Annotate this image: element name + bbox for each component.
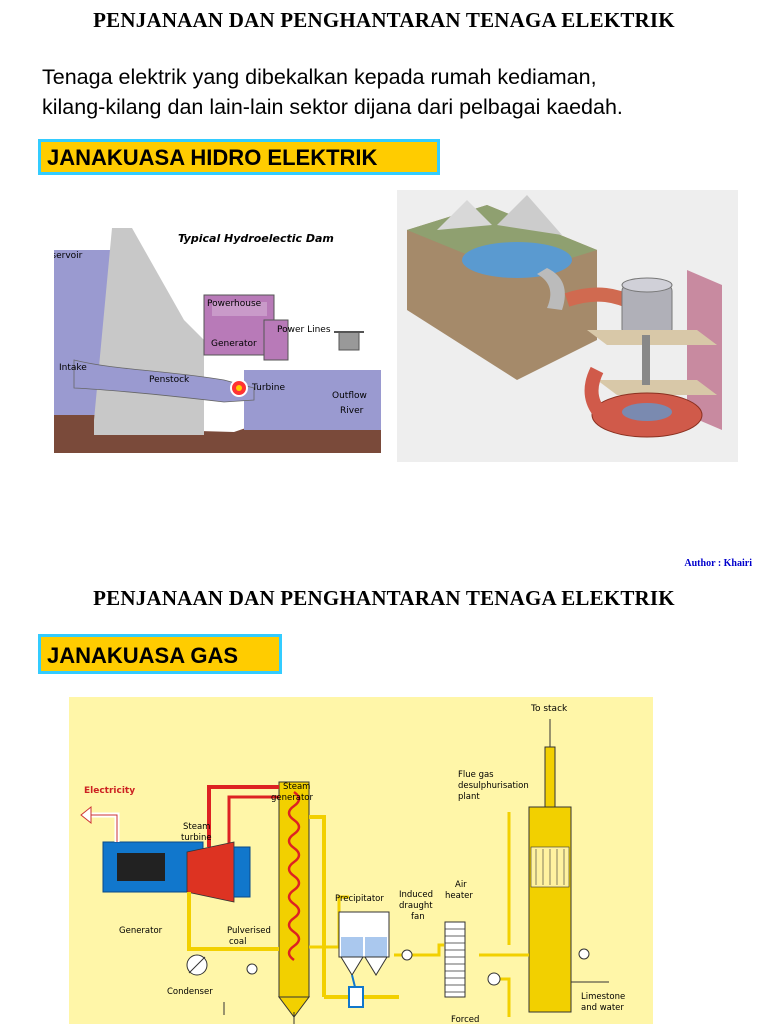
limestone-label-2: and water — [581, 1003, 624, 1013]
intro-line-1: Tenaga elektrik yang dibekalkan kepada r… — [42, 65, 597, 89]
intro-paragraph: Tenaga elektrik yang dibekalkan kepada r… — [42, 62, 752, 122]
generator-label: Generator — [119, 926, 163, 936]
air-heater-label-1: Air — [455, 880, 467, 890]
flue-gas-label-2: desulphurisation — [458, 781, 529, 791]
limestone-label-1: Limestone — [581, 992, 625, 1002]
precipitator-label: Precipitator — [335, 894, 384, 904]
turbine-label: Turbine — [251, 383, 285, 393]
induced-label-3: fan — [411, 912, 425, 922]
induced-label-1: Induced — [399, 890, 433, 900]
steam-generator-label-2: generator — [271, 793, 313, 803]
power-lines-label: Power Lines — [277, 325, 331, 335]
generator-label: Generator — [211, 339, 257, 349]
steam-turbine-label-2: turbine — [181, 833, 212, 843]
section-label-hydro: JANAKUASA HIDRO ELEKTRIK — [38, 139, 440, 175]
page-title-top: PENJANAAN DAN PENGHANTARAN TENAGA ELEKTR… — [93, 8, 675, 32]
dam-title: Typical Hydroelectic Dam — [178, 232, 334, 245]
hydro-dam-diagram: Typical Hydroelectic Dam Reservoir Power… — [54, 220, 381, 453]
to-stack-label: To stack — [530, 704, 568, 714]
forced-label: Forced — [451, 1015, 479, 1024]
condenser-label: Condenser — [167, 987, 213, 997]
air-heater-label-2: heater — [445, 891, 473, 901]
flue-gas-label-3: plant — [458, 792, 480, 802]
steam-turbine-label-1: Steam — [183, 822, 210, 832]
page-title-bottom: PENJANAAN DAN PENGHANTARAN TENAGA ELEKTR… — [93, 586, 675, 610]
intake-label: Intake — [59, 363, 87, 373]
hydro-isometric-illustration — [397, 190, 738, 462]
pulverised-coal-label-2: coal — [229, 937, 246, 947]
penstock-label: Penstock — [149, 375, 190, 385]
intro-line-2: kilang-kilang dan lain-lain sektor dijan… — [42, 95, 623, 119]
gas-power-plant-diagram: To stack Electricity Steam generator Ste… — [69, 697, 653, 1024]
outflow-label: Outflow — [332, 391, 367, 401]
reservoir-label: Reservoir — [54, 251, 83, 261]
section-label-gas: JANAKUASA GAS — [38, 634, 282, 674]
powerhouse-label: Powerhouse — [207, 299, 262, 309]
flue-gas-label-1: Flue gas — [458, 770, 494, 780]
pulverised-coal-label-1: Pulverised — [227, 926, 271, 936]
induced-label-2: draught — [399, 901, 433, 911]
author-credit: Author : Khairi — [684, 558, 752, 569]
electricity-label: Electricity — [84, 786, 135, 796]
river-label: River — [340, 406, 364, 416]
steam-generator-label-1: Steam — [283, 782, 310, 792]
